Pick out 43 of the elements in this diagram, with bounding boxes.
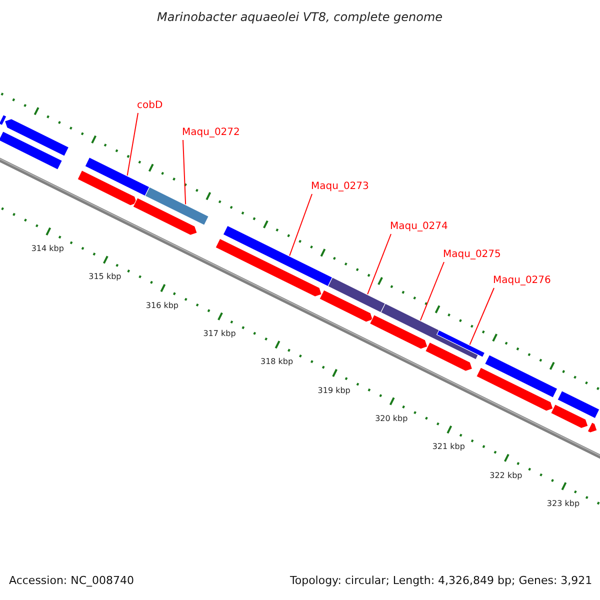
gene-label: Maqu_0273 <box>311 181 369 192</box>
gene-bar <box>436 330 486 358</box>
gene-bar <box>557 390 600 419</box>
gene-label: cobD <box>137 100 163 112</box>
gene-bar <box>215 238 322 298</box>
gene-bar <box>319 290 374 322</box>
scale-label: 320 kbp <box>375 414 408 424</box>
gene-label: Maqu_0272 <box>182 127 240 138</box>
gene-label: Maqu_0275 <box>443 249 501 260</box>
gene-label: Maqu_0276 <box>493 275 551 286</box>
gene-bar <box>476 367 554 412</box>
genome-info-text: Topology: circular; Length: 4,326,849 bp; Genes: 3,921 <box>290 574 592 588</box>
accession-text: Accession: NC_008740 <box>9 574 134 588</box>
gene-bar <box>484 354 558 398</box>
scale-label: 316 kbp <box>146 300 179 310</box>
scale-label: 317 kbp <box>203 329 236 338</box>
gene-bar <box>424 342 473 372</box>
leader-line <box>420 262 444 321</box>
gene-bar <box>328 277 386 313</box>
gene-bar <box>222 225 333 287</box>
leader-line <box>126 112 138 176</box>
scale-label: 315 kbp <box>88 272 122 282</box>
leader-line <box>182 140 186 205</box>
scale-label: 322 kbp <box>490 470 522 480</box>
gene-label: Maqu_0274 <box>390 221 448 232</box>
gene-bar <box>77 170 138 206</box>
leader-line <box>367 234 392 295</box>
gene-bar <box>144 186 210 226</box>
scale-label: 318 kbp <box>260 357 294 367</box>
gene-bar <box>369 314 428 350</box>
scale-label: 321 kbp <box>432 442 465 452</box>
gene-bar <box>587 422 598 434</box>
gene-bar <box>550 404 588 429</box>
gene-bar <box>84 156 150 196</box>
scale-label: 319 kbp <box>318 386 350 395</box>
gene-bar <box>132 197 198 236</box>
leader-line <box>289 194 312 256</box>
gene-bar <box>0 114 7 126</box>
scale-label: 314 kbp <box>31 244 64 254</box>
scale-label: 323 kbp <box>546 498 580 508</box>
gene-bar <box>4 118 70 156</box>
gene-bar <box>0 131 63 170</box>
title: Marinobacter aquaeolei VT8, complete genome <box>157 11 443 25</box>
